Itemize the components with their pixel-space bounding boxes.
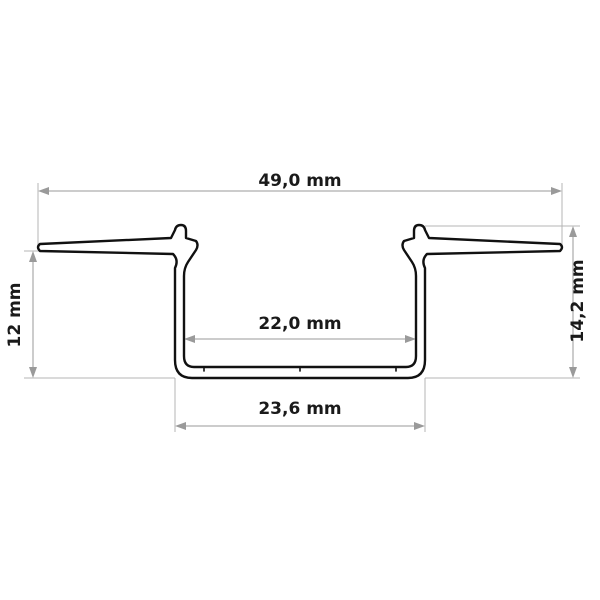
arrowhead-top <box>29 251 37 262</box>
arrowhead-right <box>405 335 416 343</box>
profile-outline <box>36 223 564 380</box>
arrowhead-left <box>184 335 195 343</box>
label-outer-bottom-width: 23,6 mm <box>258 399 341 419</box>
label-channel-depth: 12 mm <box>5 282 25 347</box>
label-inner-width: 22,0 mm <box>258 314 341 334</box>
dimension-overall-width: 49,0 mm <box>38 171 562 195</box>
dimension-outer-bottom-width: 23,6 mm <box>175 399 425 430</box>
arrowhead-right <box>551 187 562 195</box>
arrowhead-bottom <box>29 367 37 378</box>
arrowhead-left <box>175 422 186 430</box>
arrowhead-right <box>414 422 425 430</box>
arrowhead-bottom <box>569 367 577 378</box>
arrowhead-left <box>38 187 49 195</box>
aluminium-profile <box>36 223 564 380</box>
label-overall-width: 49,0 mm <box>258 171 341 191</box>
dimension-channel-depth: 12 mm <box>5 251 37 378</box>
dimension-inner-width: 22,0 mm <box>184 314 416 343</box>
label-total-height: 14,2 mm <box>568 259 588 342</box>
arrowhead-top <box>569 226 577 237</box>
dimension-total-height: 14,2 mm <box>568 226 588 378</box>
extension-lines <box>24 183 580 432</box>
